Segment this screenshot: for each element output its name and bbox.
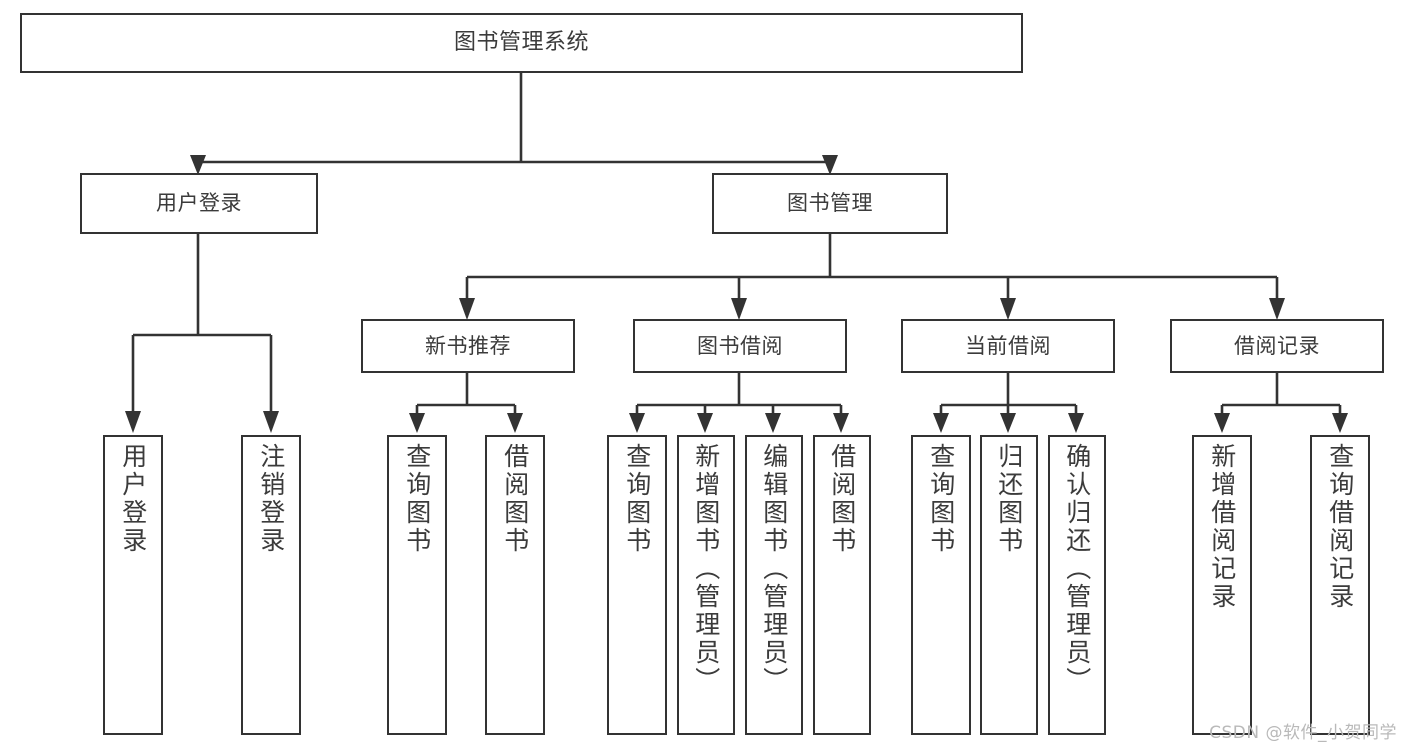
arrowhead-leaf-user-logout <box>263 411 279 433</box>
node-new-book-recommend[interactable]: 新书推荐 <box>361 319 575 373</box>
node-current-borrow-label: 当前借阅 <box>965 333 1051 358</box>
arrowhead-leaf-return-book <box>1000 413 1016 433</box>
node-book-borrow[interactable]: 图书借阅 <box>633 319 847 373</box>
node-leaf-query-book-2-label: 查询图书 <box>622 443 652 555</box>
node-leaf-confirm-return[interactable]: 确认归还（管理员） <box>1048 435 1106 735</box>
arrowhead-borrow-record <box>1269 298 1285 320</box>
arrowhead-leaf-borrow-book-2 <box>833 413 849 433</box>
node-leaf-query-record[interactable]: 查询借阅记录 <box>1310 435 1370 735</box>
arrowhead-leaf-add-book-admin <box>697 413 713 433</box>
node-leaf-return-book-label: 归还图书 <box>994 443 1024 555</box>
node-leaf-add-book-admin[interactable]: 新增图书（管理员） <box>677 435 735 735</box>
node-leaf-query-book-3-label: 查询图书 <box>926 443 956 555</box>
node-leaf-query-record-label: 查询借阅记录 <box>1325 443 1355 611</box>
node-user-login-label: 用户登录 <box>156 191 242 216</box>
node-leaf-edit-book-admin[interactable]: 编辑图书（管理员） <box>745 435 803 735</box>
arrowhead-leaf-query-book-1 <box>409 413 425 433</box>
node-root[interactable]: 图书管理系统 <box>20 13 1023 73</box>
node-leaf-add-book-admin-label: 新增图书（管理员） <box>691 443 721 695</box>
arrowhead-leaf-query-book-3 <box>933 413 949 433</box>
node-leaf-return-book[interactable]: 归还图书 <box>980 435 1038 735</box>
node-book-manage-label: 图书管理 <box>787 191 873 216</box>
node-user-login[interactable]: 用户登录 <box>80 173 318 234</box>
node-leaf-user-login-label: 用户登录 <box>118 443 148 555</box>
csdn-watermark: CSDN @软件_小贺同学 <box>1209 723 1397 743</box>
node-leaf-user-logout-label: 注销登录 <box>256 443 286 555</box>
node-leaf-query-book-3[interactable]: 查询图书 <box>911 435 971 735</box>
node-book-manage[interactable]: 图书管理 <box>712 173 948 234</box>
node-leaf-borrow-book-1[interactable]: 借阅图书 <box>485 435 545 735</box>
node-new-book-recommend-label: 新书推荐 <box>425 333 511 358</box>
node-leaf-borrow-book-1-label: 借阅图书 <box>500 443 530 555</box>
arrowhead-leaf-confirm-return <box>1068 413 1084 433</box>
arrowhead-leaf-add-record <box>1214 413 1230 433</box>
node-book-borrow-label: 图书借阅 <box>697 333 783 358</box>
node-leaf-user-login[interactable]: 用户登录 <box>103 435 163 735</box>
arrowhead-leaf-query-record <box>1332 413 1348 433</box>
arrowhead-leaf-borrow-book-1 <box>507 413 523 433</box>
arrowhead-leaf-query-book-2 <box>629 413 645 433</box>
arrowhead-leaf-user-login <box>125 411 141 433</box>
node-leaf-query-book-1-label: 查询图书 <box>402 443 432 555</box>
arrowhead-book-borrow <box>731 298 747 320</box>
arrowhead-book-manage <box>822 155 838 175</box>
node-borrow-record[interactable]: 借阅记录 <box>1170 319 1384 373</box>
node-current-borrow[interactable]: 当前借阅 <box>901 319 1115 373</box>
node-leaf-confirm-return-label: 确认归还（管理员） <box>1062 443 1092 695</box>
arrowhead-current-borrow <box>1000 298 1016 320</box>
node-leaf-add-record[interactable]: 新增借阅记录 <box>1192 435 1252 735</box>
node-leaf-query-book-1[interactable]: 查询图书 <box>387 435 447 735</box>
node-leaf-borrow-book-2[interactable]: 借阅图书 <box>813 435 871 735</box>
arrowhead-new-book-recommend <box>459 298 475 320</box>
node-leaf-borrow-book-2-label: 借阅图书 <box>827 443 857 555</box>
arrowhead-user-login <box>190 155 206 175</box>
node-borrow-record-label: 借阅记录 <box>1234 333 1320 358</box>
arrowhead-leaf-edit-book-admin <box>765 413 781 433</box>
edges-root-to-level2 <box>196 159 832 162</box>
node-leaf-add-record-label: 新增借阅记录 <box>1207 443 1237 611</box>
node-root-label: 图书管理系统 <box>453 30 589 56</box>
node-leaf-query-book-2[interactable]: 查询图书 <box>607 435 667 735</box>
node-leaf-user-logout[interactable]: 注销登录 <box>241 435 301 735</box>
node-leaf-edit-book-admin-label: 编辑图书（管理员） <box>759 443 789 695</box>
